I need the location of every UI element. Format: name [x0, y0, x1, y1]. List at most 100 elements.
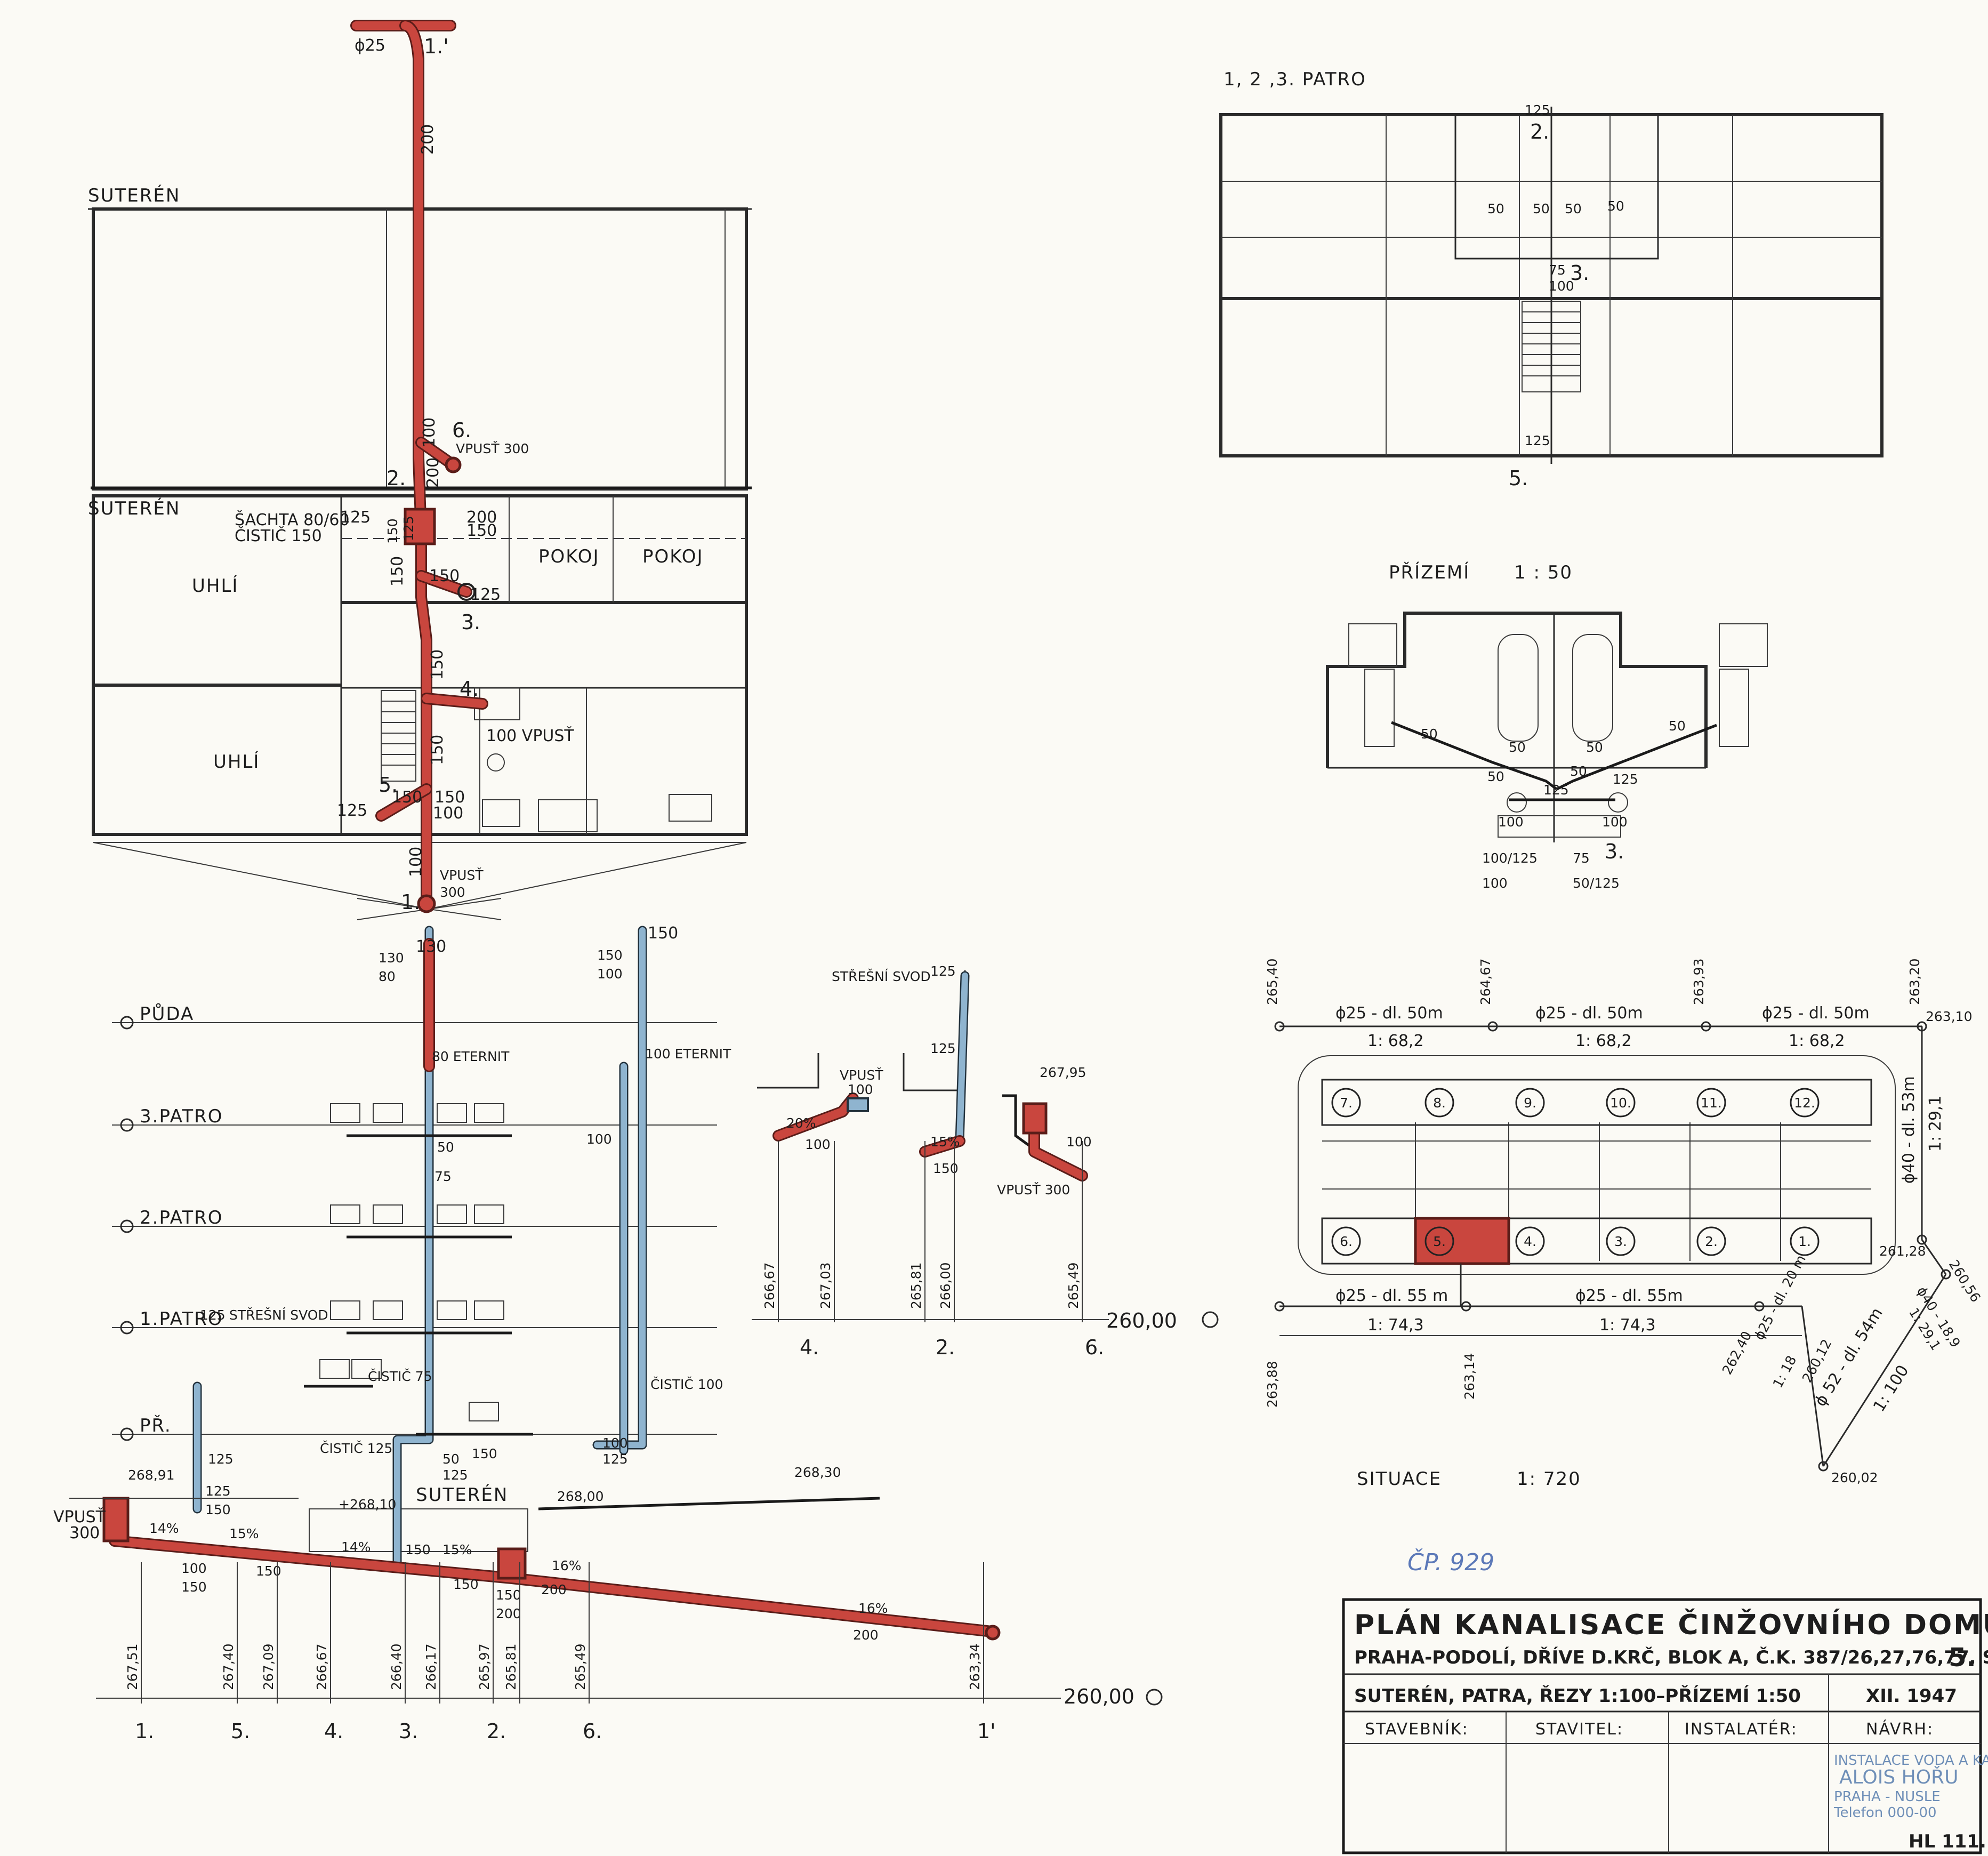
house-number: 1.: [1798, 1234, 1811, 1249]
house-number-circle: [1790, 1088, 1820, 1118]
detail-tick-elev: 266,00: [938, 1263, 953, 1309]
sec-slope-15a: 15%: [229, 1526, 259, 1541]
pipe-dia-150-e: 150: [428, 649, 447, 680]
sec-100: 100: [586, 1131, 612, 1147]
det-datum: 260,00: [1106, 1309, 1177, 1332]
site-scale: 1: 720: [1517, 1468, 1581, 1490]
pipe-dia-150-g: 150: [392, 788, 422, 807]
houses-bottom: 6.5.4.3.2.1.: [1331, 1226, 1820, 1256]
house-5-highlight: [1414, 1217, 1510, 1265]
tb-head-0: STAVEBNÍK:: [1365, 1720, 1469, 1739]
tb-sheet-no: HL 111.: [1909, 1831, 1986, 1852]
tb-stavba-no: 5.: [1949, 1643, 1976, 1673]
vpust-label: VPUSŤ: [440, 867, 484, 883]
det-slope-20: 20%: [786, 1115, 816, 1131]
sec-top2: 150: [648, 924, 678, 943]
detail-tick-elev: 266,67: [762, 1263, 777, 1309]
det-vpust-300: VPUSŤ 300: [997, 1182, 1070, 1198]
det-125-a: 125: [930, 963, 956, 979]
site-slope-diag-2: 1: 100: [1870, 1362, 1913, 1415]
fp-125-top: 125: [1525, 102, 1550, 118]
sec-vpust: VPUSŤ: [53, 1507, 106, 1526]
row-houses-top: [1321, 1079, 1872, 1126]
datum-marker-icon: [1146, 1689, 1163, 1706]
gf-drain-right-icon: [1608, 792, 1628, 813]
site-seg-branch: ϕ25 - dl. 20 m: [1751, 1252, 1809, 1343]
bathtub-right: [1572, 634, 1613, 742]
floor-branches: [304, 1103, 533, 1436]
house-number-circle: [1424, 1226, 1454, 1256]
house-number: 4.: [1524, 1234, 1536, 1249]
sec-slope-14a: 14%: [149, 1521, 179, 1536]
section-tick-mark: 2.: [487, 1720, 506, 1743]
sec-d150: 150: [472, 1446, 497, 1461]
stamp-line-3: Telefon 000-00: [1833, 1805, 1937, 1821]
house-number: 2.: [1705, 1234, 1718, 1249]
section-tick-elev: 266,67: [314, 1644, 329, 1690]
tb-date: XII. 1947: [1866, 1685, 1957, 1707]
site-slope-bottom-1: 1: 74,3: [1599, 1316, 1656, 1335]
sec-frac-125-b: 150: [205, 1502, 231, 1517]
house-number: 10.: [1610, 1095, 1631, 1111]
site-elev-top-2: 263,93: [1691, 959, 1707, 1005]
section-tick-elev: 266,40: [389, 1644, 404, 1690]
floor-1: 1.PATRO: [140, 1308, 223, 1330]
sec-frac-125-a: 125: [205, 1483, 231, 1499]
room-label-coal-1: UHLÍ: [192, 575, 238, 597]
det-100-b: 100: [1066, 1134, 1092, 1150]
fp-mark-2: 2.: [1530, 120, 1549, 143]
det-elev-267-95: 267,95: [1040, 1065, 1086, 1080]
stove-right: [1719, 623, 1768, 667]
house-number: 5.: [1433, 1234, 1446, 1249]
fp-mark-3: 3.: [1570, 261, 1589, 285]
gf-50-e: 50: [1487, 769, 1504, 784]
section-tick-mark: 1': [977, 1720, 996, 1743]
vpust-100-label: 100 VPUSŤ: [486, 726, 574, 745]
pipe-dia-150-k: 150: [434, 788, 465, 807]
stamp-line-1: ALOIS HOŘU: [1839, 1766, 1958, 1788]
mark-1: 1.: [401, 890, 420, 914]
section-tick-mark: 4.: [324, 1720, 343, 1743]
gf-125-a: 125: [1543, 782, 1569, 798]
sec-slope-16a: 16%: [552, 1558, 582, 1573]
floor-drain-main-icon: [417, 894, 436, 913]
house-number-circle: [1606, 1088, 1636, 1118]
pipe-dia-200-vertical: 200: [418, 124, 437, 155]
fp-100: 100: [1549, 278, 1574, 294]
sec-frac-150-200-b: 200: [496, 1606, 521, 1621]
house-number: 9.: [1524, 1095, 1536, 1111]
sec-slope-16b: 16%: [858, 1601, 888, 1616]
tb-subtitle: PRAHA-PODOLÍ, DŘÍVE D.KRČ, BLOK A, Č.K. …: [1354, 1646, 1988, 1668]
det-100-a: 100: [805, 1137, 831, 1152]
site-slope-branch: 1: 18: [1770, 1353, 1800, 1391]
sec-eternit-100: 100 ETERNIT: [645, 1046, 731, 1062]
stamp-line-2: PRAHA - NUSLE: [1834, 1789, 1941, 1805]
det-vpust-a-d: 100: [848, 1082, 873, 1097]
handwritten-note: ČP. 929: [1407, 1548, 1494, 1576]
det-vpust-a: VPUSŤ: [840, 1067, 883, 1083]
sec-elev-268-91: 268,91: [128, 1467, 174, 1483]
stairs: [381, 690, 416, 782]
site-seg-top-1: ϕ25 - dl. 50m: [1535, 1004, 1643, 1023]
section-tick-elev: 267,51: [125, 1644, 140, 1690]
sec-frac-50-b: 125: [442, 1467, 468, 1483]
site-elev-top-3: 263,20: [1907, 959, 1922, 1005]
tb-head-3: NÁVRH:: [1866, 1720, 1934, 1739]
sec-vpust-v: 300: [69, 1524, 100, 1542]
detail-sections: STŘEŠNÍ SVOD 125 125 VPUSŤ 100 20% 100 1…: [752, 963, 1219, 1359]
fp-50-b: 50: [1533, 201, 1550, 216]
stove-left: [1348, 623, 1397, 667]
house-number: 12.: [1794, 1095, 1815, 1111]
mark-6: 6.: [452, 419, 471, 442]
site-elev-diag-1: 260,56: [1946, 1257, 1984, 1305]
pipe-dia-100: 100: [420, 417, 439, 448]
site-elev-bottom-0: 263,88: [1265, 1361, 1280, 1408]
det-mark-6: 6.: [1085, 1336, 1104, 1359]
house-number: 7.: [1340, 1095, 1353, 1111]
sec-slope-14b: 14%: [341, 1539, 371, 1555]
vpust-300-label: VPUSŤ 300: [456, 441, 529, 456]
sec-200-a: 200: [541, 1582, 567, 1597]
house-number-circle: [1606, 1226, 1636, 1256]
sec-top2-a: 150: [597, 947, 623, 963]
ground-plan-title: PŘÍZEMÍ: [1389, 561, 1470, 583]
